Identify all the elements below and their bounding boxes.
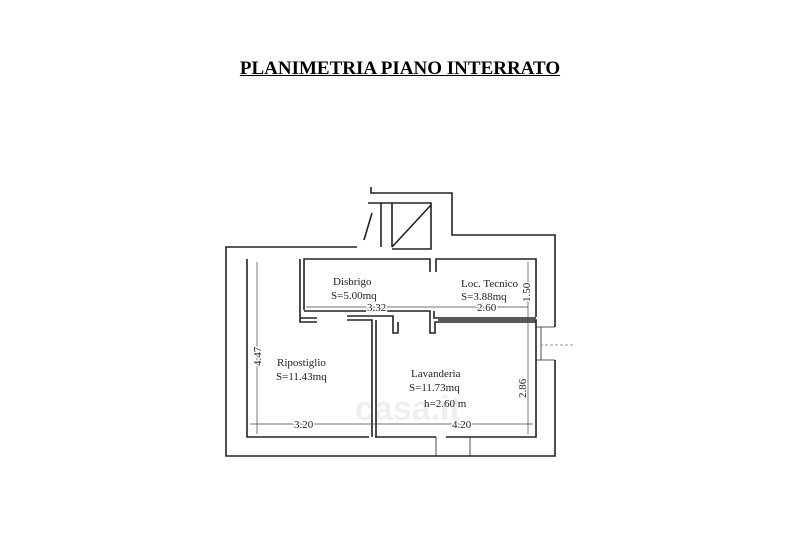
room-name-tecnico: Loc. Tecnico	[461, 278, 519, 290]
walls	[225, 187, 575, 457]
inner-outline	[246, 258, 537, 438]
internal-wall-disbrigo	[299, 259, 399, 437]
room-name-disbrigo: Disbrigo	[333, 276, 372, 288]
dim-4-20: 4.20	[452, 419, 472, 431]
dim-1-50: 1.50	[521, 282, 533, 302]
dim-2-86: 2.86	[517, 378, 529, 398]
staircase	[363, 202, 432, 250]
outer-wall	[225, 187, 556, 457]
title-text: PLANIMETRIA PIANO INTERRATO	[239, 58, 561, 79]
internal-wall-tecnico	[304, 310, 536, 334]
room-name-ripostiglio: Ripostiglio	[277, 357, 326, 369]
window-right	[536, 326, 555, 361]
dim-4-47: 4.47	[252, 346, 264, 366]
room-area-lavanderia: S=11.73mq	[409, 382, 460, 394]
room-height-lavanderia: h=2.60 m	[424, 398, 467, 410]
room-area-disbrigo: S=5.00mq	[331, 290, 377, 302]
room-name-lavanderia: Lavanderia	[411, 368, 461, 380]
room-area-ripostiglio: S=11.43mq	[276, 371, 327, 383]
dim-2-60: 2.60	[477, 302, 497, 314]
labels: Disbrigo S=5.00mq Loc. Tecnico S=3.88mq …	[251, 276, 535, 433]
dimension-lines	[250, 262, 533, 434]
dim-3-32: 3.32	[367, 302, 386, 314]
watermark-logo: casa.it	[355, 390, 461, 428]
room-area-tecnico: S=3.88mq	[461, 291, 507, 303]
dim-3-20: 3.20	[294, 419, 314, 431]
page-title: PLANIMETRIA PIANO INTERRATO	[0, 58, 800, 80]
window-bottom	[435, 437, 471, 456]
